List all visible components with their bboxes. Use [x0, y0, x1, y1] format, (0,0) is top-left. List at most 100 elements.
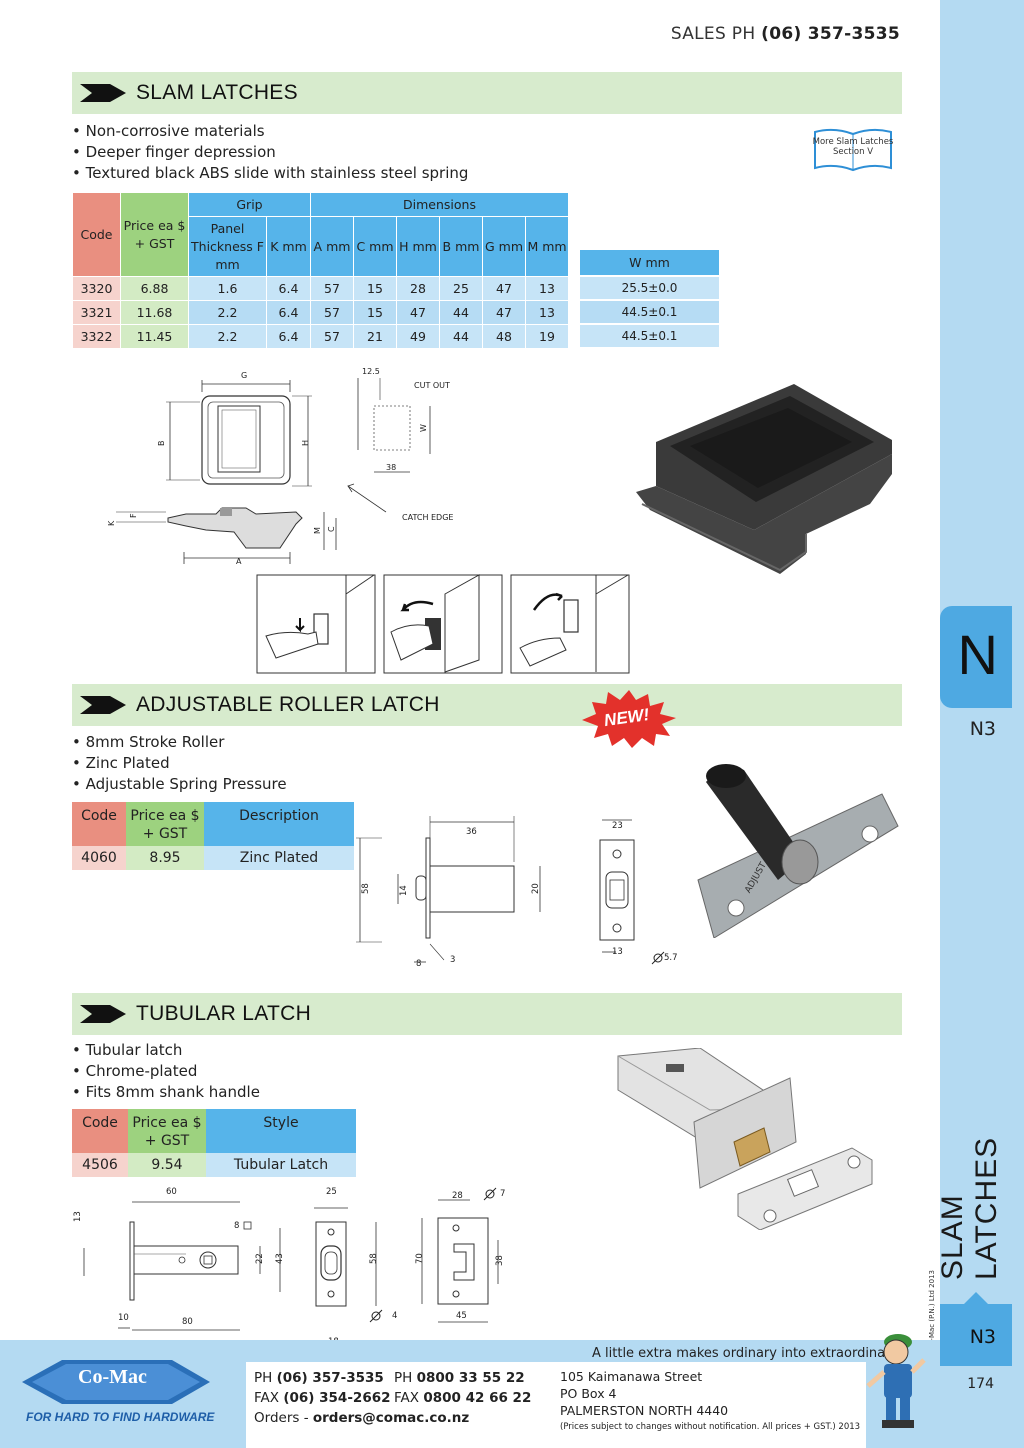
cell: 11.68: [120, 300, 189, 325]
list-item: Non-corrosive materials: [72, 121, 468, 142]
table-row: 4060 8.95 Zinc Plated: [72, 846, 354, 870]
section-title: SLAM LATCHES: [136, 81, 298, 104]
fax-label: FAX: [254, 1390, 284, 1406]
col-description: Description: [204, 802, 354, 846]
slam-latches-section-header: SLAM LATCHES: [72, 72, 902, 114]
col-style: Style: [206, 1109, 356, 1153]
phone-label: PH: [254, 1370, 277, 1386]
col-c: C mm: [353, 216, 397, 277]
table-row: 44.5±0.1: [580, 300, 719, 325]
freephone-number[interactable]: 0800 33 55 22: [416, 1370, 525, 1386]
section-title: ADJUSTABLE ROLLER LATCH: [136, 693, 440, 716]
sales-phone-header: SALES PH (06) 357-3535: [671, 24, 900, 44]
cell: 2.2: [188, 324, 267, 349]
cell: 28: [396, 276, 440, 301]
dim-23: 23: [612, 821, 623, 831]
address-line: PALMERSTON NORTH 4440: [560, 1403, 729, 1418]
tubular-latch-table: Code Price ea $ + GST Style 4506 9.54 Tu…: [72, 1109, 356, 1177]
tubular-latch-section-header: TUBULAR LATCH: [72, 993, 902, 1035]
step-2-illustration: [383, 574, 503, 674]
table-row: 4506 9.54 Tubular Latch: [72, 1153, 356, 1177]
dim-3: 3: [450, 955, 455, 965]
price-notice: (Prices subject to changes without notif…: [560, 1422, 861, 1432]
cell: 15: [353, 276, 397, 301]
arrow-icon: [80, 1005, 126, 1023]
more-slam-latches-link[interactable]: More Slam Latches Section V: [812, 137, 894, 157]
slam-latch-photo: [636, 384, 892, 574]
col-code: Code: [72, 192, 121, 277]
section-tab-code: N3: [969, 718, 996, 740]
phone-number[interactable]: (06) 357-3535: [276, 1370, 384, 1386]
col-group-dimensions: Dimensions: [310, 192, 569, 217]
new-starburst-icon: [582, 690, 676, 748]
dim-13: 13: [73, 1211, 83, 1222]
sales-phone: (06) 357-3535: [761, 24, 900, 44]
dim-38: 38: [386, 463, 396, 472]
col-m: M mm: [525, 216, 569, 277]
fax-number: (06) 354-2662: [283, 1390, 391, 1406]
cell: 25: [439, 276, 483, 301]
col-w: W mm: [580, 250, 719, 277]
col-g: G mm: [482, 216, 526, 277]
dim-36: 36: [466, 827, 477, 837]
section-tab[interactable]: [940, 606, 1012, 708]
comac-logo[interactable]: [22, 1360, 210, 1404]
cell: 13: [525, 300, 569, 325]
cell: Tubular Latch: [206, 1153, 356, 1177]
catch-edge-label: CATCH EDGE: [402, 513, 453, 522]
cell: 25.5±0.0: [580, 276, 719, 301]
section-title: TUBULAR LATCH: [136, 1002, 312, 1025]
book-icon[interactable]: [812, 128, 894, 174]
dim-60: 60: [166, 1187, 177, 1197]
cell: 6.88: [120, 276, 189, 301]
step-1-illustration: [256, 574, 376, 674]
address-line: 105 Kaimanawa Street: [560, 1369, 703, 1384]
dim-8: 8: [416, 959, 421, 969]
roller-latch-diagram: 36 58 14 20 8 3 23 13 5.7: [356, 816, 678, 969]
tubular-latch-diagram: 60 13 8 22 43 10 80 25 58 18 4 28 7 70 3…: [73, 1187, 505, 1347]
col-code: Code: [72, 1109, 128, 1153]
cell: 57: [310, 300, 354, 325]
dim-43: 43: [275, 1253, 285, 1264]
dim-22: 22: [255, 1253, 265, 1264]
roller-feature-list: 8mm Stroke Roller Zinc Plated Adjustable…: [72, 732, 287, 795]
dim-14: 14: [399, 885, 409, 896]
cell: 9.54: [128, 1153, 206, 1177]
dim-4: 4: [392, 1311, 397, 1321]
logo-text: Co-Mac: [78, 1366, 147, 1388]
mascot-illustration: [866, 1334, 926, 1428]
tubular-latch-photo: [617, 1048, 873, 1230]
dim-28: 28: [452, 1191, 463, 1201]
orders-label: Orders -: [254, 1410, 313, 1426]
dim-c: C: [327, 526, 336, 532]
cell: Zinc Plated: [204, 846, 354, 870]
dim-5-7: 5.7: [664, 953, 678, 963]
table-row: 3320 6.88 1.6 6.4 57 15 28 25 47 13: [72, 276, 569, 301]
freefax-label: FAX: [394, 1390, 424, 1406]
list-item: Tubular latch: [72, 1040, 260, 1061]
cell: 48: [482, 324, 526, 349]
cell: 44: [439, 300, 483, 325]
dim-g: G: [241, 371, 247, 380]
table-row: 25.5±0.0: [580, 276, 719, 301]
table-row: 3322 11.45 2.2 6.4 57 21 49 44 48 19: [72, 324, 569, 349]
dim-a: A: [236, 557, 242, 566]
cell: 4060: [72, 846, 126, 870]
cell: 19: [525, 324, 569, 349]
cell: 49: [396, 324, 440, 349]
table-row: 3321 11.68 2.2 6.4 57 15 47 44 47 13: [72, 300, 569, 325]
list-item: Fits 8mm shank handle: [72, 1082, 260, 1103]
freefax-number: 0800 42 66 22: [423, 1390, 532, 1406]
dim-58: 58: [361, 883, 371, 894]
tagline: A little extra makes ordinary into extra…: [592, 1346, 901, 1361]
dim-38: 38: [495, 1255, 505, 1266]
orders-email[interactable]: orders@comac.co.nz: [312, 1410, 470, 1426]
cell: 47: [396, 300, 440, 325]
list-item: Zinc Plated: [72, 753, 287, 774]
step-3-illustration: [510, 574, 630, 674]
col-b: B mm: [439, 216, 483, 277]
dim-f: F: [129, 513, 138, 518]
cell: 57: [310, 276, 354, 301]
cell: 6.4: [266, 324, 311, 349]
cell: 6.4: [266, 276, 311, 301]
